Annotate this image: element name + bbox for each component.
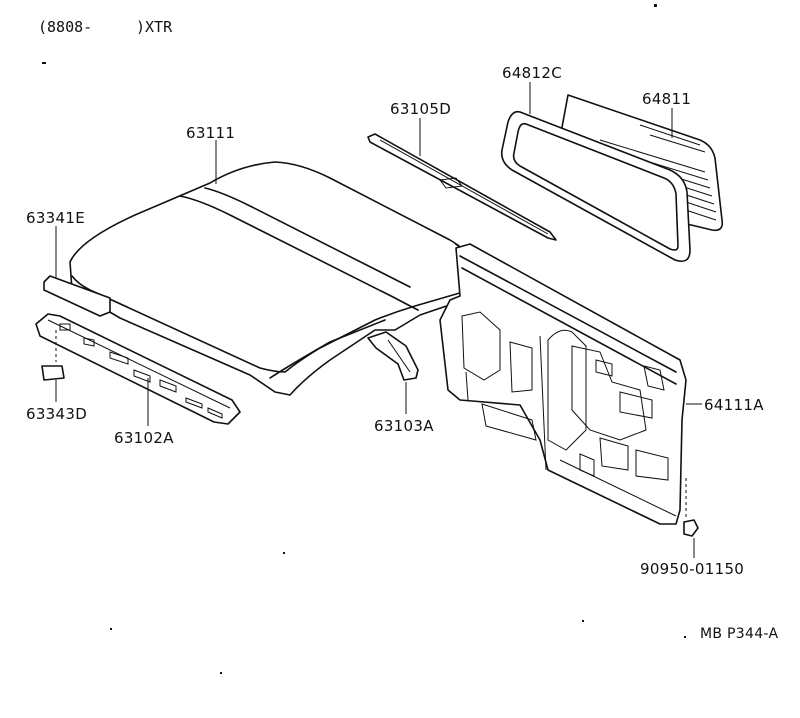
nut (683, 519, 699, 537)
header-model: )XTR (136, 18, 173, 36)
part-label-64812c: 64812C (502, 64, 562, 82)
part-label-63341e: 63341E (26, 209, 85, 227)
part-label-63105d: 63105D (390, 100, 452, 118)
drawing-code: MB P344-A (700, 626, 779, 642)
part-label-63102a: 63102A (114, 429, 174, 447)
part-label-63111: 63111 (186, 124, 236, 142)
front-header-inner (35, 313, 241, 425)
part-label-63343d: 63343D (26, 405, 88, 423)
header-date-range: (8808- (38, 18, 93, 36)
part-label-64811: 64811 (642, 90, 692, 108)
back-panel (439, 243, 687, 525)
drip-rail (367, 133, 557, 241)
part-label-90950-01150: 90950-01150 (640, 560, 745, 578)
front-header-clip (41, 365, 65, 381)
leader-lines (55, 82, 702, 558)
rear-window-weatherstrip (500, 110, 691, 263)
part-label-63103a: 63103A (374, 417, 434, 435)
front-header (43, 275, 111, 317)
scan-specks (42, 4, 686, 674)
part-label-64111a: 64111A (704, 396, 764, 414)
roof-side-rail (367, 331, 419, 381)
